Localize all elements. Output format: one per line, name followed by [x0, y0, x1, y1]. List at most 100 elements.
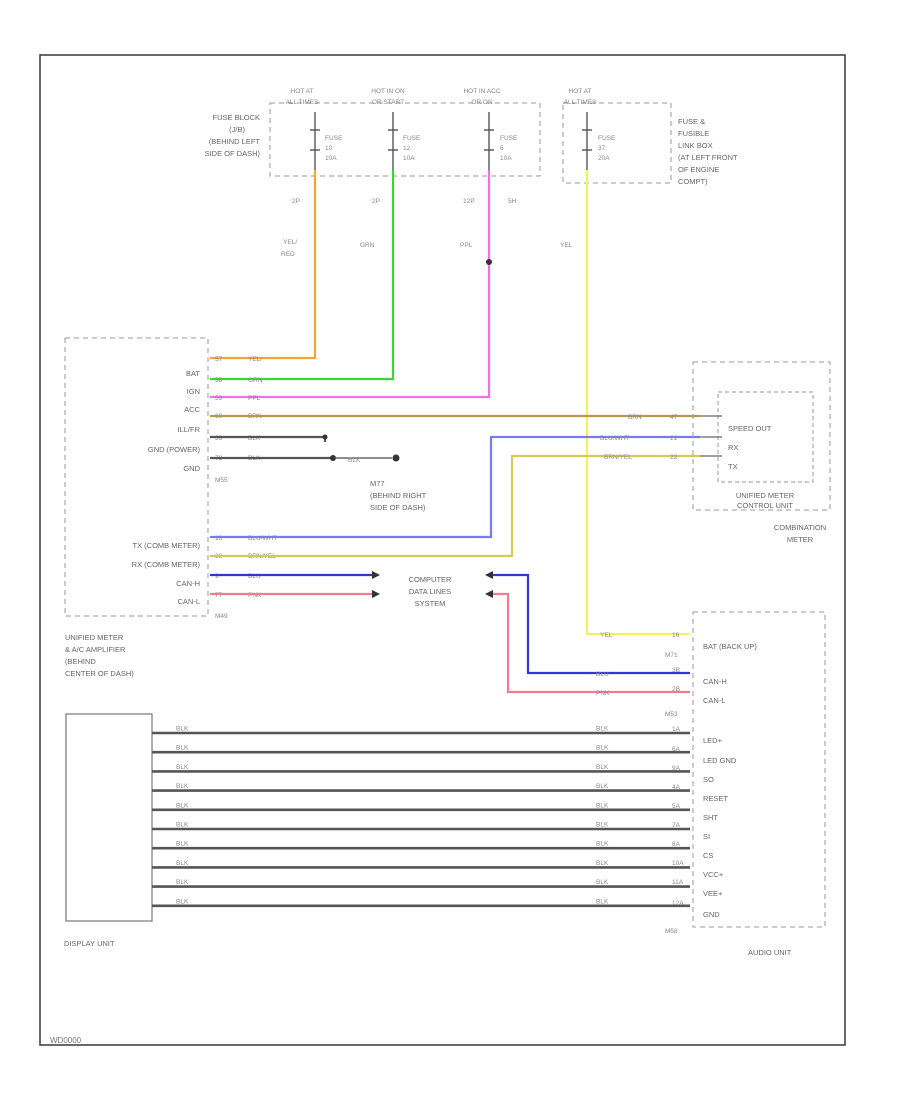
- hot-label-3a: HOT AT: [569, 88, 592, 95]
- wire-label-pnk-near-meter: PNK: [248, 592, 262, 599]
- fusible-link-label-4: OF ENGINE: [678, 165, 719, 174]
- cm-inner-rx: RX: [728, 443, 738, 452]
- wire-label-grn-near-meter: GRN: [248, 377, 263, 384]
- audio-pin-label: RESET: [703, 794, 728, 803]
- hot-label-3b: ALL TIMES: [564, 99, 598, 106]
- data-lines-label-2: SYSTEM: [415, 599, 446, 608]
- um-label-1: & A/C AMPLIFIER: [65, 645, 126, 654]
- audio-pin-number: 16: [672, 632, 680, 639]
- fusible-link-label-3: (AT LEFT FRONT: [678, 153, 738, 162]
- ground-label-1: (BEHIND RIGHT: [370, 491, 427, 500]
- audio-pin-label: VCC+: [703, 870, 724, 879]
- audio-connector-1: M53: [665, 711, 678, 718]
- fuse-pin-2: 12P: [463, 198, 475, 205]
- wire-label-blk-audio: BLK: [596, 822, 609, 829]
- fusible-link-label-1: FUSIBLE: [678, 129, 709, 138]
- fuse-1-amp: 10A: [403, 155, 415, 162]
- um-pin-gnd: GND: [183, 464, 200, 473]
- ground-icon: [335, 454, 400, 462]
- wire-label-ppl-near-meter: PPL: [248, 395, 261, 402]
- wire-label-ppl: PPL: [460, 242, 473, 249]
- hot-label-2a: HOT IN ACC: [463, 88, 500, 95]
- cm-pin-2: 22: [670, 454, 678, 461]
- audio-pin-number: 3B: [672, 667, 680, 674]
- splice-dot: [486, 259, 492, 265]
- cm-inner-tx: TX: [728, 462, 738, 471]
- fuse-0-amp: 10A: [325, 155, 337, 162]
- audio-pin-number: 6A: [672, 746, 681, 753]
- audio-pin-label: SI: [703, 832, 710, 841]
- wire-label-grn: GRN: [360, 242, 375, 249]
- um-pin-number-1: 58: [215, 377, 223, 384]
- display-unit: DISPLAY UNIT: [64, 713, 153, 948]
- audio-pin-label: BAT (BACK UP): [703, 642, 757, 651]
- fuse-2-num: 6: [500, 145, 504, 152]
- audio-pin-number: 8A: [672, 841, 681, 848]
- um-label-2: (BEHIND: [65, 657, 96, 666]
- wire-label-blk-0: BLK: [248, 435, 261, 442]
- um-pin-ill: ILL/FR: [177, 425, 200, 434]
- cm-pin-0: 47: [670, 414, 678, 421]
- power-wires: [210, 170, 690, 636]
- wire-pnk-right: [493, 592, 690, 694]
- wire-grn: [210, 170, 395, 381]
- um-label-0: UNIFIED METER: [65, 633, 124, 642]
- wire-label-blk-display: BLK: [176, 783, 189, 790]
- cm-inner-label-1: CONTROL UNIT: [737, 501, 793, 510]
- hot-label-0b: ALL TIMES: [286, 99, 320, 106]
- fusible-link-label-0: FUSE &: [678, 117, 705, 126]
- fusible-link-label-2: LINK BOX: [678, 141, 713, 150]
- wire-brn-yel: [210, 454, 700, 558]
- audio-pin-number: 7A: [672, 822, 681, 829]
- um-pin-number-4: 39: [215, 435, 223, 442]
- audio-connector-0: M71: [665, 652, 678, 659]
- audio-pin-label: SHT: [703, 813, 718, 822]
- wire-label-blk-display: BLK: [176, 802, 189, 809]
- audio-unit: AUDIO UNIT: [692, 611, 826, 957]
- wire-label-blk-display: BLK: [176, 764, 189, 771]
- um-lower-pin-number-2: 9: [215, 573, 219, 580]
- audio-pin-label: CAN-H: [703, 677, 727, 686]
- wire-label-blk-audio: BLK: [596, 726, 609, 733]
- wire-label-blk-audio: BLK: [596, 860, 609, 867]
- audio-pin-number: 1A: [672, 726, 681, 733]
- fuse-pin-1: 2P: [372, 198, 380, 205]
- fuse-block-label-0: FUSE BLOCK: [212, 113, 260, 122]
- audio-connector-2: M58: [665, 928, 678, 935]
- fuse-pin-0: 2P: [292, 198, 300, 205]
- wire-label-blu-wht-near-meter: BLU/WHT: [248, 535, 277, 542]
- fuse-1-name: FUSE: [403, 135, 421, 142]
- um-pin-tx: TX (COMB METER): [133, 541, 201, 550]
- um-pin-acc: ACC: [184, 405, 200, 414]
- audio-pin-label: SO: [703, 775, 714, 784]
- um-pin-number-0: 57: [215, 356, 223, 363]
- wire-label-blk-audio: BLK: [596, 879, 609, 886]
- wire-label-blk-display: BLK: [176, 898, 189, 905]
- wire-label-blk-display: BLK: [176, 841, 189, 848]
- wire-label-brn-right: BRN: [628, 414, 642, 421]
- wire-label-blk-display: BLK: [176, 860, 189, 867]
- fuse-pin-3: 5H: [508, 198, 517, 205]
- wire-label-brn-yel-right: BRN/YEL: [604, 454, 632, 461]
- wire-label-blk-display: BLK: [176, 879, 189, 886]
- wire-label-blk-display: BLK: [176, 745, 189, 752]
- meter-wires: [210, 414, 700, 694]
- fuse-3-num: 37: [598, 145, 606, 152]
- fuse-block-label-3: SIDE OF DASH): [205, 149, 261, 158]
- wire-label-yel-red-near-meter: YEL/: [248, 356, 262, 363]
- splice-dot: [330, 455, 336, 461]
- audio-pin-label: CS: [703, 851, 713, 860]
- ground-label-0: M77: [370, 479, 385, 488]
- audio-pin-number: 5A: [672, 803, 681, 810]
- wire-label-blk-audio: BLK: [596, 802, 609, 809]
- wire-label-yel-red-1: RED: [281, 251, 295, 258]
- fuse-1-num: 12: [403, 145, 411, 152]
- audio-pin-label: LED+: [703, 736, 723, 745]
- audio-pin-number: 9A: [672, 765, 681, 772]
- wire-label-blu-wht-right: BLU/WHT: [600, 435, 629, 442]
- data-lines-connectors: [372, 571, 493, 598]
- hot-label-1b: OR START: [372, 99, 404, 106]
- cm-inner-label-0: UNIFIED METER: [736, 491, 795, 500]
